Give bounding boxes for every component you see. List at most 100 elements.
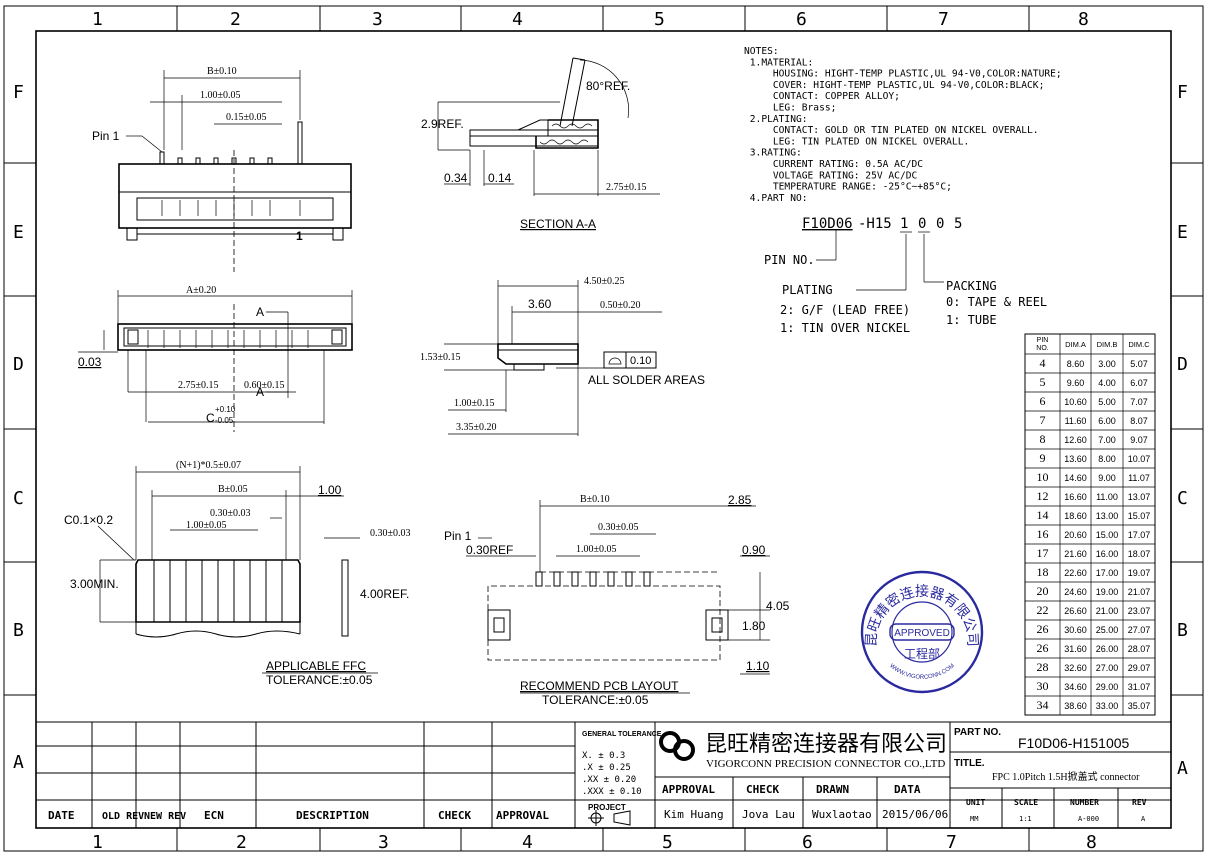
table-cell: 5.00 — [1098, 397, 1116, 407]
dim-3-60: 3.60 — [528, 297, 552, 311]
table-cell: 12.60 — [1064, 435, 1087, 445]
rev-header-approval: APPROVAL — [496, 809, 549, 822]
dim-pitch: 1.00±0.05 — [200, 90, 241, 101]
table-cell: 8 — [1040, 432, 1046, 446]
info-scale-label: SCALE — [1014, 798, 1038, 807]
table-cell: 13.60 — [1064, 454, 1087, 464]
pcb-title: RECOMMEND PCB LAYOUT — [520, 679, 679, 693]
pcb-2-85: 2.85 — [728, 493, 752, 507]
col-label: 1 — [92, 832, 103, 853]
stamp-web: WWW.VIGORCONN.COM — [888, 663, 956, 681]
front-view: A±0.20 A A 0.03 2.75±0.15 0.60±0.15 C — [78, 285, 353, 432]
pcb-4-05: 4.05 — [766, 599, 790, 613]
sign-header-check: CHECK — [746, 783, 779, 796]
note-line: 4.PART NO: — [744, 193, 808, 204]
row-label: E — [13, 222, 24, 243]
table-cell: 14 — [1037, 508, 1049, 522]
table-cell: 9.00 — [1098, 473, 1116, 483]
ffc-1-00: 1.00 — [318, 483, 342, 497]
rev-header-ecn: ECN — [204, 809, 224, 822]
info-number: A-000 — [1078, 815, 1099, 823]
table-cell: 25.00 — [1096, 625, 1119, 635]
note-line: LEG: TIN PLATED ON NICKEL OVERALL. — [744, 136, 969, 147]
table-cell: 27.07 — [1128, 625, 1151, 635]
ffc-ref: 4.00REF. — [360, 587, 409, 601]
row-label: E — [1177, 222, 1188, 243]
sign-drawn: Wuxlaotao — [812, 808, 872, 821]
code-plating: 1 — [900, 216, 908, 232]
dim-c: C — [206, 411, 215, 425]
table-cell: 18 — [1037, 565, 1049, 579]
sign-header-data: DATA — [894, 783, 921, 796]
sign-date: 2015/06/06 — [882, 808, 948, 821]
rev-header-new: NEW REV — [144, 811, 186, 822]
col-label: 5 — [662, 832, 673, 853]
pcb-w: 0.30±0.05 — [598, 522, 639, 533]
dim-4-50: 4.50±0.25 — [584, 276, 625, 287]
table-cell: 32.60 — [1064, 663, 1087, 673]
dim-coplanar: 0.03 — [78, 355, 102, 369]
part-no-label: PART NO. — [954, 727, 1001, 738]
table-cell: 29.00 — [1096, 682, 1119, 692]
plating-1: 2: G/F (LEAD FREE) — [780, 303, 910, 317]
table-cell: 6.07 — [1130, 378, 1148, 388]
table-cell: 26.00 — [1096, 644, 1119, 654]
height-ref: 2.9REF. — [421, 117, 464, 131]
table-cell: 16 — [1037, 527, 1049, 541]
table-cell: 3.00 — [1098, 359, 1116, 369]
table-cell: 20 — [1037, 584, 1049, 598]
title-label: TITLE. — [954, 758, 985, 769]
table-header-cell: DIM.A — [1065, 340, 1086, 349]
table-cell: 38.60 — [1064, 701, 1087, 711]
table-header-cell: PIN — [1037, 337, 1049, 344]
company-cn: 昆旺精密连接器有限公司 — [705, 731, 947, 756]
row-label: B — [1177, 620, 1188, 641]
sign-approval: Kim Huang — [664, 808, 724, 821]
table-cell: 4 — [1040, 356, 1046, 370]
table-cell: 7.07 — [1130, 397, 1148, 407]
table-cell: 17.07 — [1128, 530, 1151, 540]
ffc-thick: 0.30±0.03 — [370, 528, 411, 539]
row-label: C — [1177, 488, 1188, 509]
rev-header-check: CHECK — [438, 809, 471, 822]
info-scale: 1:1 — [1019, 815, 1032, 823]
col-label: 6 — [796, 9, 807, 30]
table-cell: 13.00 — [1096, 511, 1119, 521]
table-cell: 9.07 — [1130, 435, 1148, 445]
table-cell: 7.00 — [1098, 435, 1116, 445]
ffc-min: 3.00MIN. — [70, 577, 119, 591]
note-line: COVER: HIGHT-TEMP PLASTIC,UL 94-V0,COLOR… — [744, 80, 1044, 91]
table-cell: 6.00 — [1098, 416, 1116, 426]
grid-labels: 1 2 3 4 5 6 7 8 1 2 3 4 5 6 7 8 F E D C … — [13, 9, 1188, 853]
pin1-mark: 1 — [296, 229, 303, 243]
pcb-1-80: 1.80 — [742, 619, 766, 633]
table-header-cell: DIM.B — [1097, 340, 1118, 349]
table-cell: 10.60 — [1064, 397, 1087, 407]
table-header-cell: NO. — [1036, 345, 1049, 352]
packing-1: 0: TAPE & REEL — [946, 295, 1047, 309]
info-number-label: NUMBER — [1070, 798, 1099, 807]
table-cell: 11.60 — [1065, 416, 1087, 426]
section-title: SECTION A-A — [520, 217, 596, 231]
note-line: CONTACT: COPPER ALLOY; — [744, 91, 900, 102]
dim-c-minus: -0.05 — [215, 416, 234, 425]
note-line: TEMPERATURE RANGE: -25°C~+85°C; — [744, 182, 952, 193]
table-cell: 34.60 — [1064, 682, 1087, 692]
notes-block: NOTES: 1.MATERIAL: HOUSING: HIGHT-TEMP P… — [744, 46, 1062, 204]
col-label: 7 — [938, 9, 949, 30]
table-cell: 12 — [1037, 489, 1049, 503]
table-cell: 11.07 — [1128, 473, 1150, 483]
sign-check: Jova Lau — [742, 808, 795, 821]
side-view: 4.50±0.25 3.60 0.50±0.20 1.53±0.15 0.10 … — [420, 276, 705, 436]
pin-no-label: PIN NO. — [764, 253, 815, 267]
table-cell: 22 — [1037, 603, 1049, 617]
table-cell: 28 — [1037, 660, 1049, 674]
table-cell: 8.07 — [1130, 416, 1148, 426]
info-rev: A — [1141, 815, 1146, 823]
ffc-pitch: 1.00±0.05 — [186, 520, 227, 531]
note-line: LEG: Brass; — [744, 103, 836, 114]
table-cell: 21.60 — [1064, 549, 1087, 559]
part-no: F10D06-H151005 — [1018, 735, 1130, 751]
packing-title: PACKING — [946, 279, 997, 293]
table-cell: 35.07 — [1128, 701, 1151, 711]
